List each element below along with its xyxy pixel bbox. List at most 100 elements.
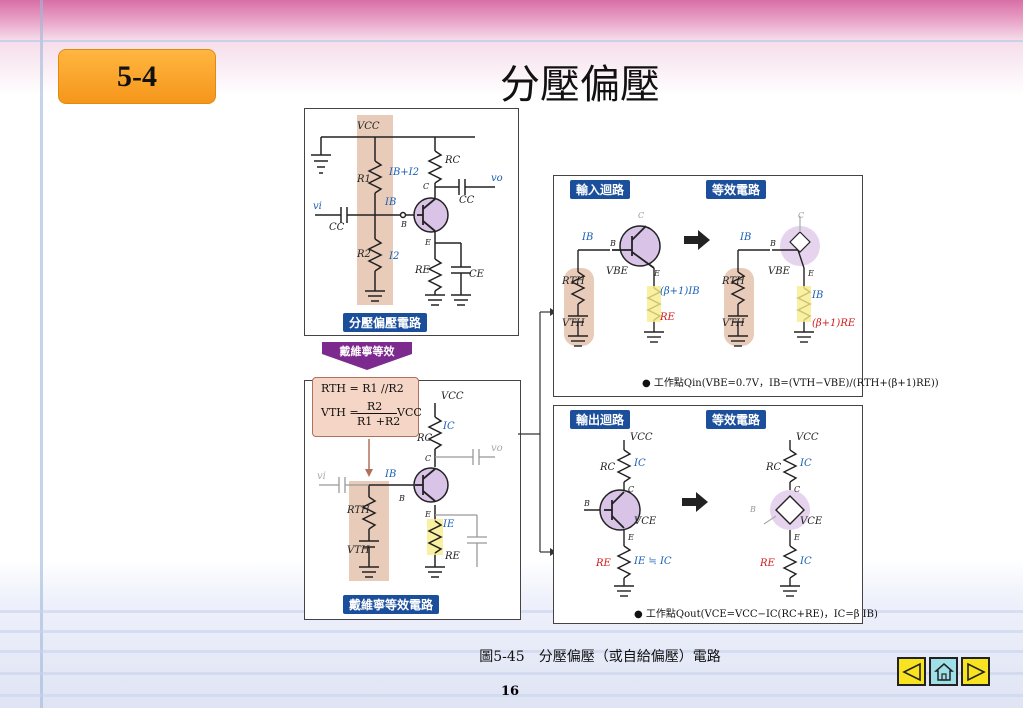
input-loop-circuit: RTH VTH VBE RE RTH VTH VBE B C E B C E IB (β+1)IB I… [561, 211, 856, 347]
svg-text:E: E [793, 533, 800, 542]
svg-text:R1: R1 [356, 174, 371, 185]
svg-text:vo: vo [491, 173, 503, 184]
svg-text:B: B [583, 499, 590, 508]
svg-text:IC: IC [799, 556, 812, 567]
input-equivalent-tag: 等效電路 [706, 180, 767, 199]
rth-formula: RTH = R1 //R2 [321, 382, 404, 395]
decorative-vertical-line [40, 0, 43, 708]
thevenin-formula-box: RTH = R1 //R2 VTH = R2 R1 +R2 VCC [312, 377, 422, 437]
thevenin-arrow-label: 戴維寧等效 [339, 345, 395, 358]
svg-text:IB: IB [384, 197, 396, 208]
slide-title: 分壓偏壓 [500, 62, 660, 108]
page-number: 16 [500, 684, 520, 699]
thevenin-arrow [322, 342, 412, 370]
svg-text:E: E [807, 269, 814, 278]
svg-text:E: E [653, 269, 660, 278]
svg-text:RE: RE [414, 265, 431, 276]
thevenin-tag: 戴維寧等效電路 [343, 595, 440, 614]
svg-text:C: C [794, 485, 800, 494]
svg-text:(β+1)IB: (β+1)IB [660, 286, 700, 297]
divider-bias-tag: 分壓偏壓電路 [343, 313, 428, 332]
svg-text:B: B [749, 505, 756, 514]
svg-text:VTH: VTH [562, 318, 585, 329]
section-badge: 5-4 [58, 49, 216, 104]
svg-text:R2: R2 [356, 249, 371, 260]
vth-formula-left: VTH = [321, 406, 359, 419]
svg-text:RC: RC [599, 462, 616, 473]
decorative-stripe [0, 630, 1023, 633]
svg-text:VCC: VCC [630, 432, 653, 443]
svg-text:VBE: VBE [606, 266, 629, 277]
svg-text:RE: RE [759, 558, 776, 569]
svg-text:VCC: VCC [357, 121, 380, 132]
svg-text:C: C [628, 485, 634, 494]
svg-text:vi: vi [317, 471, 326, 482]
figure-caption: 圖5-45 分壓偏壓（或自給偏壓）電路 [479, 649, 721, 665]
svg-text:vo: vo [491, 443, 503, 454]
svg-text:C: C [425, 454, 431, 463]
svg-text:CC: CC [329, 222, 345, 233]
svg-text:B: B [400, 220, 407, 229]
prev-arrow-icon [901, 662, 921, 681]
input-loop-panel: RTH VTH VBE RE RTH VTH VBE B C E B C E IB (β+1)IB I… [553, 175, 939, 397]
svg-text:IB: IB [581, 232, 593, 243]
svg-text:vi: vi [313, 201, 322, 212]
svg-text:RE: RE [595, 558, 612, 569]
svg-text:C: C [638, 211, 644, 220]
svg-text:VCC: VCC [796, 432, 819, 443]
svg-text:VCE: VCE [800, 516, 823, 527]
svg-text:RE: RE [659, 312, 676, 323]
svg-text:IC: IC [633, 458, 646, 469]
connector-lines [518, 308, 556, 556]
vth-formula-denominator: R1 +R2 [357, 415, 401, 428]
output-loop-panel: VCC RC VCE VCC RC VCE B C E B C E RE RE IC IE ≒ IC… [553, 405, 878, 624]
svg-text:B: B [769, 239, 776, 248]
svg-text:RTH: RTH [721, 276, 745, 287]
next-slide-button[interactable] [961, 657, 990, 686]
svg-text:VBE: VBE [768, 266, 791, 277]
output-equivalent-tag: 等效電路 [706, 410, 767, 429]
svg-text:B: B [398, 494, 405, 503]
svg-text:VCE: VCE [634, 516, 657, 527]
svg-text:C: C [423, 182, 429, 191]
output-operating-point: ● 工作點Qout(VCE=VCC−IC(RC+RE)，IC=β IB) [634, 609, 878, 620]
svg-text:VTH: VTH [347, 545, 370, 556]
svg-text:RC: RC [416, 433, 433, 444]
vth-formula-numerator: R2 [367, 400, 383, 413]
svg-text:IB: IB [739, 232, 751, 243]
svg-text:RE: RE [444, 551, 461, 562]
prev-slide-button[interactable] [897, 657, 926, 686]
svg-text:IC: IC [442, 421, 455, 432]
svg-text:RTH: RTH [561, 276, 585, 287]
svg-text:IC: IC [799, 458, 812, 469]
svg-text:B: B [609, 239, 616, 248]
svg-text:IB+I2: IB+I2 [388, 167, 419, 178]
svg-text:E: E [424, 238, 431, 247]
decorative-stripe [0, 694, 1023, 697]
svg-text:RC: RC [444, 155, 461, 166]
svg-text:E: E [424, 510, 431, 519]
next-arrow-icon [966, 662, 986, 681]
svg-text:E: E [627, 533, 634, 542]
svg-text:IE ≒ IC: IE ≒ IC [633, 556, 672, 567]
svg-text:I2: I2 [388, 251, 399, 262]
svg-text:C: C [798, 211, 804, 220]
home-button[interactable] [929, 657, 958, 686]
svg-text:CE: CE [469, 269, 485, 280]
decorative-stripe [0, 650, 1023, 653]
svg-text:CC: CC [459, 195, 475, 206]
home-icon [933, 662, 954, 681]
decorative-horizontal-line [0, 40, 1023, 42]
input-operating-point: ● 工作點Qin(VBE=0.7V，IB=(VTH−VBE)/(RTH+(β+1… [642, 378, 939, 389]
svg-text:IB: IB [384, 469, 396, 480]
svg-text:IB: IB [811, 290, 823, 301]
input-loop-tag: 輸入迴路 [570, 180, 631, 199]
svg-text:VCC: VCC [441, 391, 464, 402]
svg-text:RTH: RTH [346, 505, 370, 516]
vth-formula-right: VCC [397, 406, 422, 419]
svg-text:VTH: VTH [722, 318, 745, 329]
svg-text:RC: RC [765, 462, 782, 473]
